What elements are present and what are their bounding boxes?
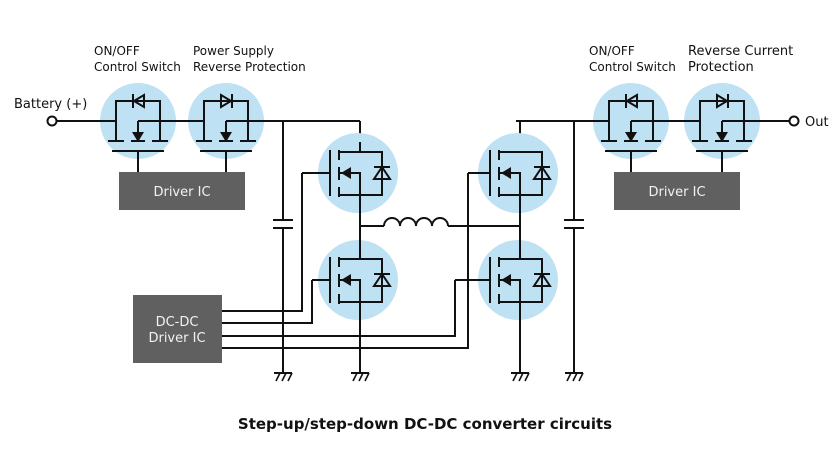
- on-off-label-right-line1: ON/OFF: [589, 44, 635, 58]
- ground-icon: [565, 372, 584, 382]
- output-terminal: [788, 115, 800, 127]
- on-off-label-left-line2: Control Switch: [94, 60, 181, 74]
- diode-icon: [220, 93, 233, 109]
- dcdc-driver-ic: DC-DC Driver IC: [133, 295, 222, 363]
- out-label: Out: [805, 115, 829, 130]
- gate-drive-wires: [222, 173, 469, 349]
- on-off-label-left-line1: ON/OFF: [94, 44, 140, 58]
- battery-label: Battery (+): [14, 97, 87, 112]
- inductor: [360, 217, 520, 227]
- diagram-caption: Step-up/step-down DC-DC converter circui…: [238, 415, 612, 433]
- dcdc-driver-ic-label-line1: DC-DC: [156, 315, 199, 330]
- output-capacitor: [564, 121, 584, 372]
- diode-icon: [625, 93, 638, 109]
- ground-icon: [274, 372, 293, 382]
- input-terminal: [46, 115, 58, 127]
- reverse-protection-switch-left: [188, 83, 264, 172]
- driver-ic-left-label: Driver IC: [153, 185, 210, 200]
- ground-icon: [511, 372, 530, 382]
- driver-ic-left: Driver IC: [119, 172, 245, 210]
- reverse-protection-label-line2: Reverse Protection: [193, 60, 306, 74]
- driver-ic-right: Driver IC: [614, 172, 740, 210]
- mosfet-right-high: [468, 133, 558, 232]
- ground-icon: [351, 372, 370, 382]
- diode-icon: [716, 93, 729, 109]
- reverse-current-label-line2: Protection: [688, 60, 754, 75]
- mosfet-right-low: [455, 232, 558, 372]
- mosfet-left-high: [302, 133, 398, 232]
- on-off-switch-left: [100, 83, 176, 172]
- dcdc-driver-ic-label-line2: Driver IC: [148, 331, 205, 346]
- diode-icon: [132, 93, 145, 109]
- reverse-current-switch-right: [684, 83, 760, 172]
- input-capacitor: [273, 121, 293, 372]
- on-off-label-right-line2: Control Switch: [589, 60, 676, 74]
- on-off-switch-right: [593, 83, 669, 172]
- reverse-current-label-line1: Reverse Current: [688, 44, 793, 59]
- mosfet-left-low: [312, 232, 398, 372]
- reverse-protection-label-line1: Power Supply: [193, 44, 274, 58]
- driver-ic-right-label: Driver IC: [648, 185, 705, 200]
